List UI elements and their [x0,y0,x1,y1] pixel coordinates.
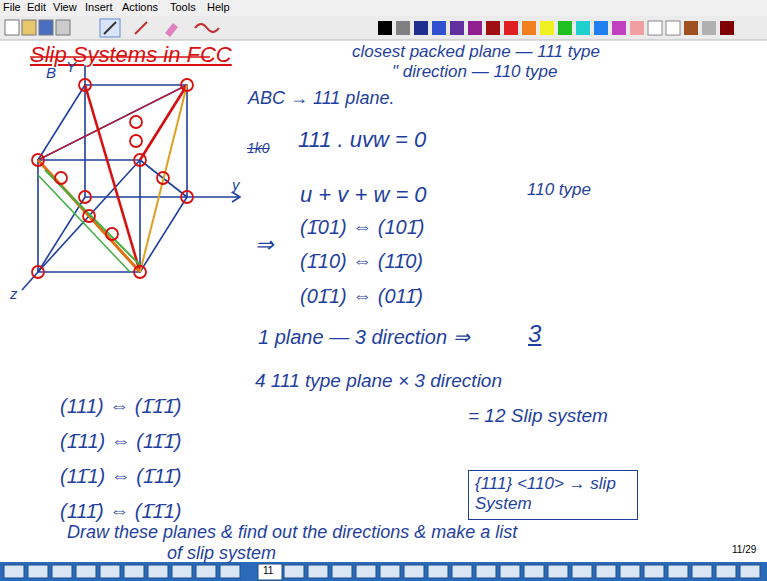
handwritten-note: (1̄11) ⇔ (11̄1̄) [60,430,182,453]
handwritten-note: 110 type [527,180,591,200]
boxed-result: {111} <110> → slip System [468,470,638,520]
handwritten-note: 1k0 [247,140,270,156]
ui-text: Edit [27,1,46,14]
handwritten-note: B [46,64,56,81]
handwritten-note: = 12 Slip system [468,405,608,427]
handwritten-note: 3 [528,320,541,348]
handwritten-note: (111̄) ⇔ (1̄1̄1) [60,500,182,523]
handwritten-note: Y [66,58,76,75]
ui-text: 11 [263,565,273,577]
handwritten-note: (1̄01) ⇔ (101̄) [300,216,425,239]
ui-text: 11/29 [732,544,756,556]
handwritten-note: z [10,285,18,302]
handwritten-note: y [232,176,240,193]
ui-text: Help [207,1,230,14]
ui-text: Tools [170,1,196,14]
handwritten-note: (01̄1) ⇔ (011̄) [300,285,423,308]
handwritten-note: ⇒ [255,232,273,257]
box-text: {111} <110> → slip System [475,474,631,513]
handwritten-note: 4 111 type plane × 3 direction [255,370,502,392]
handwritten-note: u + v + w = 0 [300,182,427,207]
handwritten-note: (11̄1) ⇔ (1̄11̄) [60,465,182,488]
handwritten-note: 1 plane — 3 direction ⇒ [258,326,470,349]
ui-text: View [53,1,77,14]
handwritten-note: (111) ⇔ (1̄1̄1̄) [60,395,182,418]
handwritten-note: closest packed plane — 111 type [352,42,600,62]
slide-title: Slip Systems in FCC [30,42,232,67]
handwritten-note: 111 . uvw = 0 [298,127,426,152]
handwritten-note: ABC → 111 plane. [248,88,394,109]
ui-text: Actions [122,1,158,14]
handwritten-note: " direction — 110 type [392,62,557,82]
ui-text: Insert [85,1,113,14]
handwritten-note: Draw these planes & find out the directi… [67,522,537,563]
handwritten-note: (1̄10) ⇔ (11̄0) [300,250,423,273]
ui-text: File [3,1,21,14]
